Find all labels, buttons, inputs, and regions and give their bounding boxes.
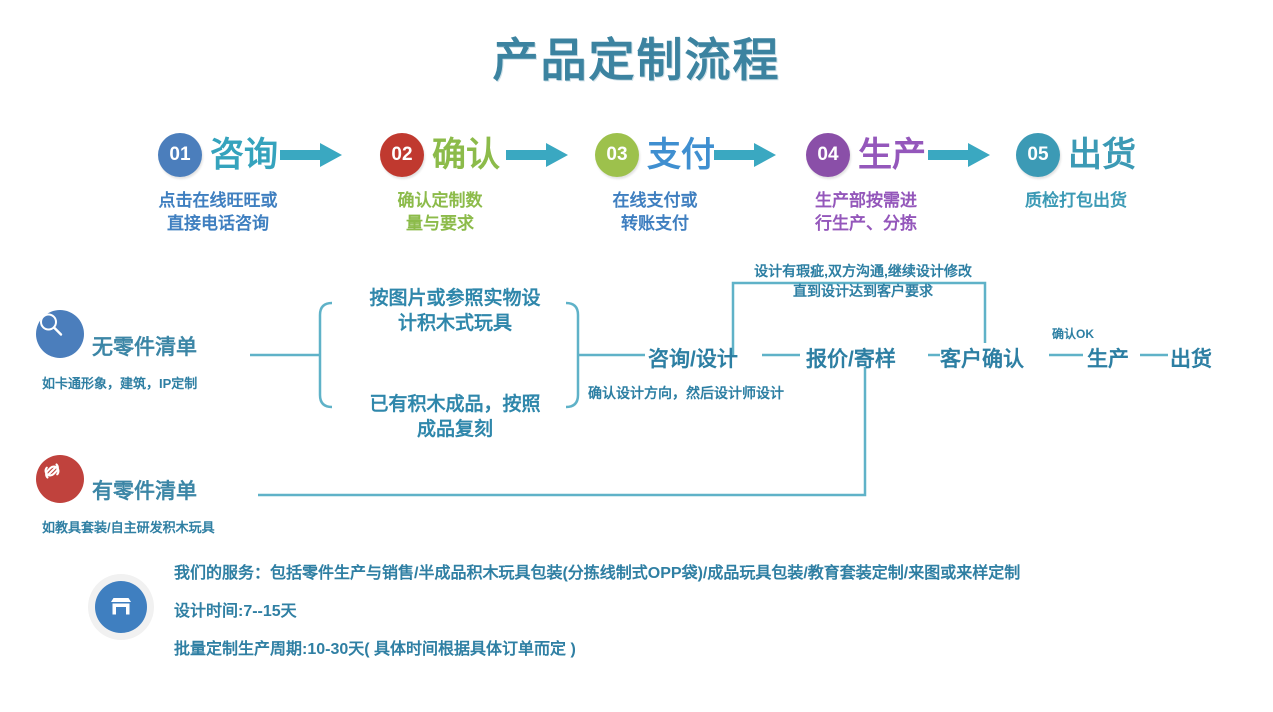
step-05-head: 05 出货	[976, 130, 1176, 180]
branch-label-1: 按图片或参照实物设 计积木式玩具	[369, 288, 541, 334]
link-glyph	[44, 463, 60, 479]
services-lines: 我们的服务：包括零件生产与销售/半成品积木玩具包装(分拣线制式OPP袋)/成品玩…	[174, 566, 1020, 680]
step-02-badge: 02	[380, 133, 424, 177]
link-icon	[36, 455, 84, 503]
step-01[interactable]: 01 咨询 点击在线旺旺或 直接电话咨询	[118, 130, 318, 236]
step-01-desc: 点击在线旺旺或 直接电话咨询	[158, 191, 278, 233]
step-05-title: 出货	[1068, 136, 1136, 174]
service-line-3: 批量定制生产周期:10-30天( 具体时间根据具体订单而定 )	[174, 641, 576, 658]
flow-node-production[interactable]: 生产	[1087, 348, 1129, 371]
step-arrow-3	[714, 143, 776, 167]
step-01-title: 咨询	[210, 136, 278, 174]
note-design-loop: 设计有瑕疵,双方沟通,继续设计修改 直到设计达到客户要求	[754, 263, 972, 300]
flow-node-customer-confirm[interactable]: 客户确认	[940, 348, 1024, 371]
note-design-direction: 确认设计方向，然后设计师设计	[588, 385, 784, 401]
service-line-1: 我们的服务：包括零件生产与销售/半成品积木玩具包装(分拣线制式OPP袋)/成品玩…	[174, 565, 1021, 582]
workflow-connectors	[250, 281, 1168, 497]
step-03-desc: 在线支付或 转账支付	[612, 191, 698, 233]
flow-node-shipment[interactable]: 出货	[1170, 348, 1212, 371]
service-line-2: 设计时间:7--15天	[174, 603, 297, 620]
flow-node-consult-design[interactable]: 咨询/设计	[648, 348, 738, 371]
step-02[interactable]: 02 确认 确认定制数 量与要求	[340, 130, 540, 236]
step-04[interactable]: 04 生产 生产部按需进 行生产、分拣	[766, 130, 966, 236]
step-arrow-2	[506, 143, 568, 167]
shop-icon-ring	[88, 574, 154, 640]
step-03-title: 支付	[647, 136, 715, 174]
flow-node-quote-sample[interactable]: 报价/寄样	[806, 348, 896, 371]
services-block: 我们的服务：包括零件生产与销售/半成品积木玩具包装(分拣线制式OPP袋)/成品玩…	[88, 562, 1208, 672]
search-icon	[36, 310, 84, 358]
step-05-badge: 05	[1016, 133, 1060, 177]
step-02-title: 确认	[432, 136, 500, 174]
step-05[interactable]: 05 出货 质检打包出货	[976, 130, 1176, 213]
step-05-desc: 质检打包出货	[1025, 191, 1127, 210]
step-02-head: 02 确认	[340, 130, 540, 180]
step-04-badge: 04	[806, 133, 850, 177]
process-steps: 01 咨询 点击在线旺旺或 直接电话咨询 02 确认 确认定制数 量与要求 03…	[118, 130, 1178, 250]
step-arrow-4	[928, 143, 990, 167]
source-2-label: 有零件清单	[92, 480, 197, 503]
step-arrow-1	[280, 143, 342, 167]
page-title: 产品定制流程	[492, 34, 781, 86]
step-01-head: 01 咨询	[118, 130, 318, 180]
step-03-badge: 03	[595, 133, 639, 177]
search-glyph	[40, 313, 63, 336]
workflow-diagram: 无零件清单 如卡通形象，建筑，IP定制 有零件清单 如教具套装/自主研发积木玩具…	[0, 255, 1273, 555]
step-04-desc: 生产部按需进 行生产、分拣	[815, 191, 917, 233]
note-confirm-ok: 确认OK	[1052, 327, 1095, 341]
source-1-label: 无零件清单	[92, 336, 197, 359]
source-1-sub: 如卡通形象，建筑，IP定制	[42, 376, 198, 391]
step-03-head: 03 支付	[555, 130, 755, 180]
shop-icon	[95, 581, 147, 633]
step-01-badge: 01	[158, 133, 202, 177]
source-2-sub: 如教具套装/自主研发积木玩具	[42, 520, 215, 535]
step-04-head: 04 生产	[766, 130, 966, 180]
branch-label-2: 已有积木成品，按照 成品复刻	[369, 394, 541, 440]
step-03[interactable]: 03 支付 在线支付或 转账支付	[555, 130, 755, 236]
shop-glyph	[111, 598, 131, 615]
step-02-desc: 确认定制数 量与要求	[397, 191, 483, 233]
step-04-title: 生产	[858, 136, 926, 174]
